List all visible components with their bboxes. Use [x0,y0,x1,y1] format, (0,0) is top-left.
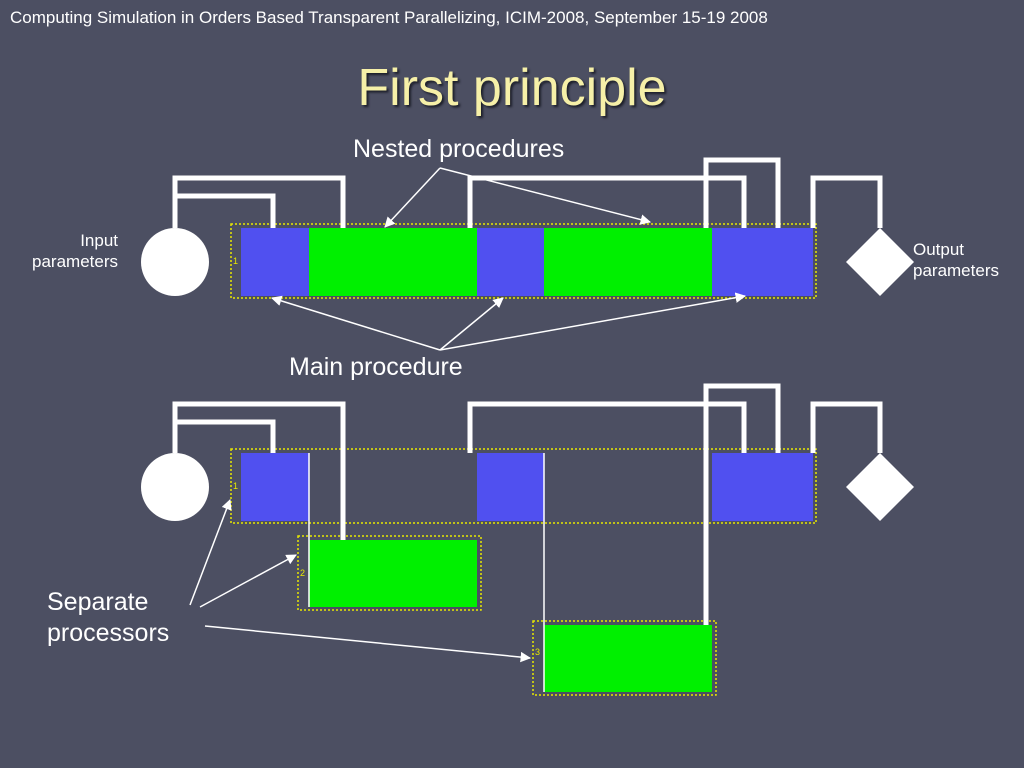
parallel-diagram: 1 2 3 [141,383,914,696]
main-block-1 [241,228,309,296]
output-node-parallel [846,453,914,521]
main-block-3-parallel [712,453,813,521]
separate-processors-line2: processors [47,619,170,648]
processor-frame-3 [532,620,717,696]
input-node [141,228,209,296]
input-node-parallel [141,453,209,521]
output-parameters-label: Output parameters [913,239,999,282]
main-block-3 [712,228,813,296]
connectors-top [172,157,883,228]
nested-procedures-label: Nested procedures [353,135,565,163]
processor-frame-1-bottom [230,448,817,524]
annotation-arrows-bottom [189,499,532,663]
slide-title: First principle [357,59,667,117]
input-parameters-line1: Input [80,231,118,250]
separate-processors-line1: Separate [47,588,149,616]
output-parameters-line2: parameters [913,261,999,281]
processor-frame-2 [297,535,482,611]
annotation-arrows-top [270,167,747,351]
processor-number-1-top: 1 [233,256,238,266]
sequential-diagram: 1 [141,157,914,299]
slide-header: Computing Simulation in Orders Based Tra… [10,8,768,27]
connectors-bottom [172,383,883,625]
main-block-2 [477,228,544,296]
nested-block-1-parallel [309,540,477,607]
processor-number-3: 3 [535,647,540,657]
main-procedure-label: Main procedure [289,353,463,381]
processor-number-1-bottom: 1 [233,481,238,491]
nested-block-2-parallel [544,625,712,692]
processor-frame-1-top [230,223,817,299]
nested-block-1 [309,228,477,296]
output-node [846,228,914,296]
separate-processors-label: Separate processors [47,587,169,650]
nested-block-2 [544,228,712,296]
main-block-1-parallel [241,453,309,521]
input-parameters-label: Input parameters [10,230,118,273]
output-parameters-line1: Output [913,240,965,259]
input-parameters-line2: parameters [32,252,118,272]
thin-connectors-bottom [308,453,545,692]
main-block-2-parallel [477,453,544,521]
processor-number-2: 2 [300,568,305,578]
